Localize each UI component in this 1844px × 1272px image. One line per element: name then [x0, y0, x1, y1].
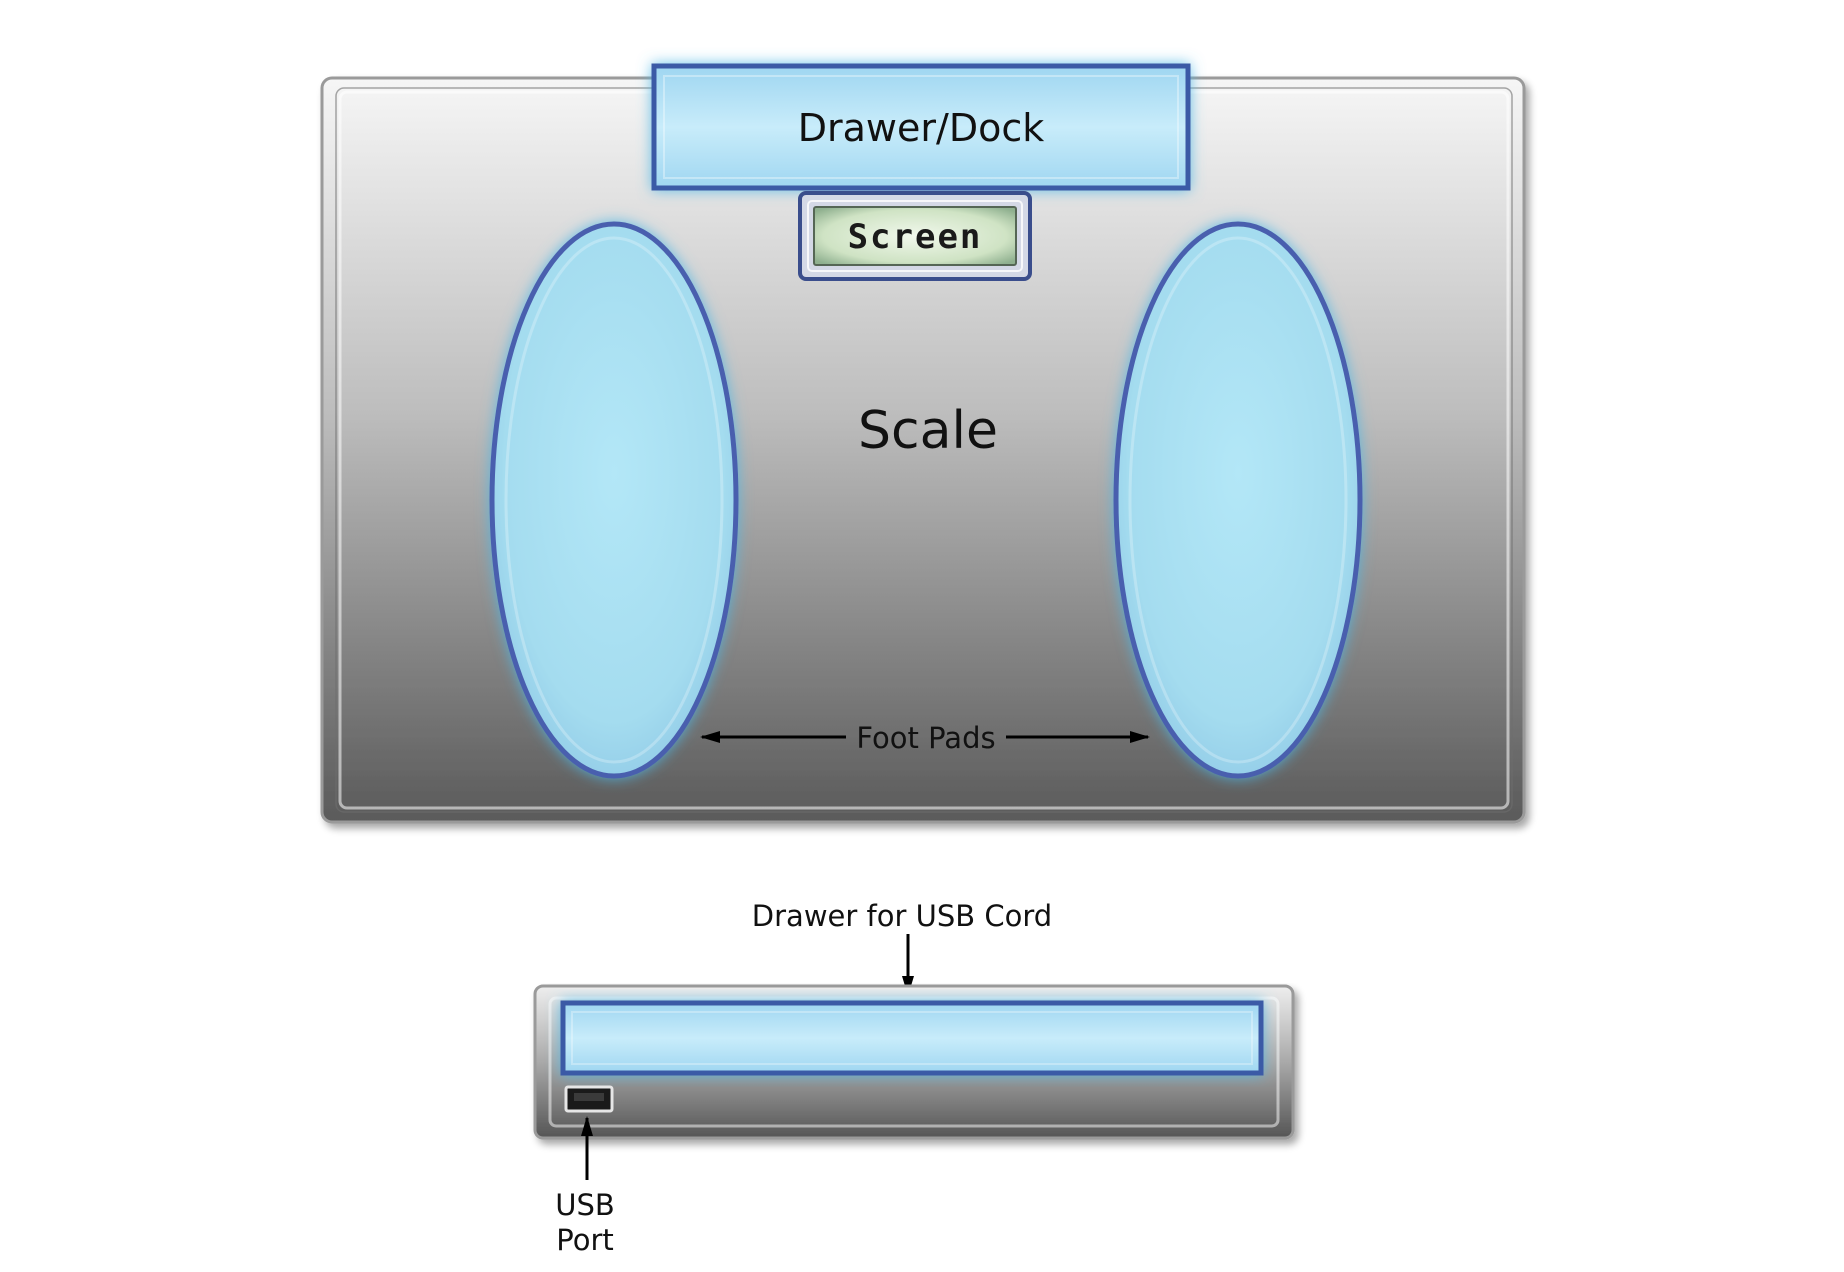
drawer-dock-label: Drawer/Dock: [798, 106, 1044, 150]
usb-port-label-line2: Port: [556, 1223, 614, 1257]
drawer-usb-cord-label: Drawer for USB Cord: [752, 899, 1052, 933]
scale-title: Scale: [858, 401, 998, 461]
usb-cord-drawer[interactable]: [560, 1000, 1264, 1076]
left-foot-pad[interactable]: [489, 221, 739, 779]
right-foot-pad[interactable]: [1113, 221, 1363, 779]
screen-display: [813, 206, 1017, 266]
usb-port-label-line1: USB: [555, 1188, 615, 1222]
screen-label: Screen: [848, 217, 983, 257]
scale-side-view: Drawer for USB Cord USB Port: [533, 899, 1295, 1257]
scale-top-view: Drawer/Dock Screen Scale Foot Pads: [320, 63, 1526, 824]
drawer-dock[interactable]: [651, 63, 1191, 191]
foot-pads-label: Foot Pads: [856, 721, 995, 755]
